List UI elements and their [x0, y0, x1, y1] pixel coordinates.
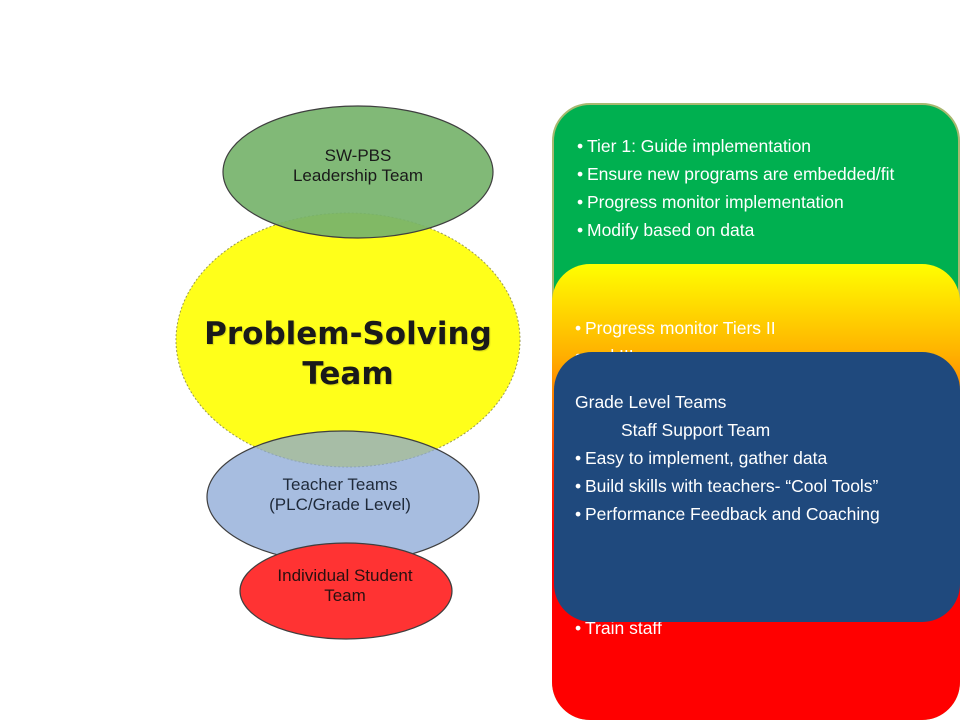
tier1-bullet: Modify based on data	[577, 216, 940, 244]
tier1-bullet: Ensure new programs are embedded/fit	[577, 160, 940, 188]
leadership-ellipse	[222, 105, 494, 239]
tier1-bullet-list: Tier 1: Guide implementation Ensure new …	[577, 132, 940, 244]
leadership-label-line1: SW-PBS	[324, 146, 392, 165]
student-label-line2: Team	[324, 586, 366, 606]
teacher-label-line2: (PLC/Grade Level)	[269, 495, 411, 515]
problem-solving-team-label: Problem-Solving Team	[178, 314, 518, 395]
grade-level-heading: Grade Level Teams	[575, 392, 727, 412]
leadership-label-line2: Leadership Team	[292, 166, 424, 186]
student-ellipse	[239, 542, 453, 640]
teacher-label-line1: Teacher Teams	[282, 475, 398, 494]
grade-level-bullet: Performance Feedback and Coaching	[575, 500, 942, 528]
leadership-team-label: SW-PBS Leadership Team	[228, 146, 488, 187]
tier2-bottom-list: Train staff	[575, 614, 662, 642]
grade-level-bullet: Easy to implement, gather data	[575, 444, 942, 472]
teacher-teams-label: Teacher Teams (PLC/Grade Level)	[210, 475, 470, 516]
problem-solving-line1: Problem-Solving	[204, 316, 492, 352]
problem-solving-line2: Team	[302, 356, 394, 393]
train-staff-bullet: Train staff	[575, 614, 662, 642]
student-label-line1: Individual Student	[277, 566, 413, 585]
grade-level-blue-box: Grade Level Teams Staff Support Team Eas…	[554, 352, 960, 622]
grade-level-bullet: Build skills with teachers- “Cool Tools”	[575, 472, 942, 500]
grade-level-bullet-list: Easy to implement, gather data Build ski…	[575, 444, 942, 528]
tier1-bullet: Tier 1: Guide implementation	[577, 132, 940, 160]
tier1-bullet: Progress monitor implementation	[577, 188, 940, 216]
tier2-bullet: Progress monitor Tiers II	[575, 314, 942, 342]
individual-student-team-label: Individual Student Team	[230, 566, 460, 607]
staff-support-subheading: Staff Support Team	[621, 420, 771, 440]
